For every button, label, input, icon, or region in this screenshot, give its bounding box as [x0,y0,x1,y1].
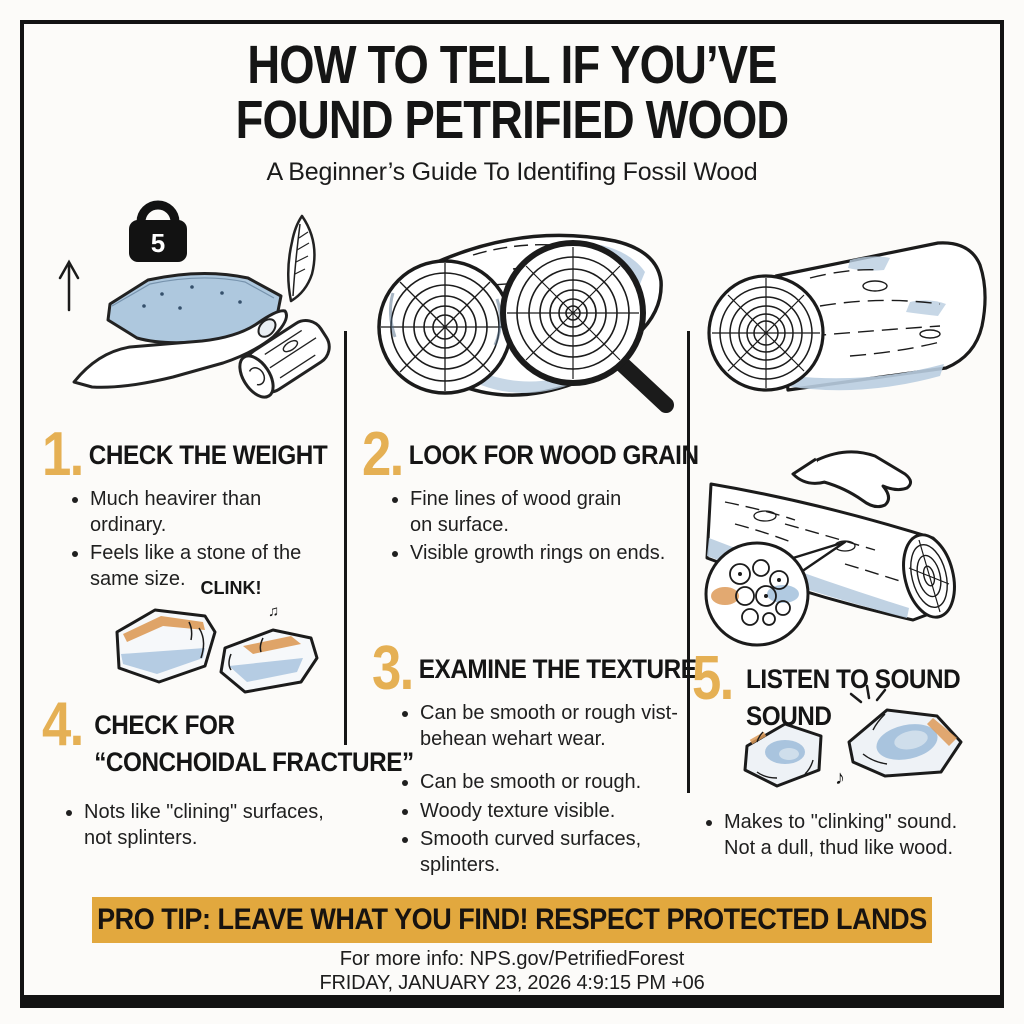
page-subtitle: A Beginner’s Guide To Identifing Fossil … [266,158,758,187]
header: HOW TO TELL IF YOU’VE FOUND PETRIFIED WO… [0,35,1024,187]
wood-log-small [238,319,331,399]
illustration-clink-rocks: CLINK! ♫ [103,572,345,710]
bullet: Can be smooth or rough. [420,770,678,796]
bullet: Visible growth rings on ends. [410,541,672,567]
section-5-title-line1: LISTEN TO SOUND [746,664,961,694]
section-4-number: 4. [42,690,84,759]
open-hand [72,309,288,389]
section-2-number: 2. [362,420,404,489]
section-3-title: EXAMINE THE TEXTURE [418,654,697,684]
rock-chunk-left [743,722,823,788]
growth-rings-end [377,259,513,395]
column-divider-left [344,331,347,745]
section-4-conchoidal-fracture: 4. CHECK FOR “CONCHOIDAL FRACTURE” Nots … [42,690,414,854]
growth-rings-end [707,274,825,392]
feather-icon [287,214,316,303]
end-rings [902,533,956,619]
section-3-texture: 3. EXAMINE THE TEXTURE Can be smooth or … [372,634,697,882]
log-body [774,241,987,392]
rock-piece-left [115,608,217,684]
bullet: Makes to "clinking" sound. Not a dull, t… [724,810,957,861]
illustration-weight-check: 5 [52,190,337,408]
column-divider-right [687,331,690,793]
illustration-wood-grain [363,213,681,421]
footer-info: For more info: NPS.gov/PetrifiedForest [339,948,685,970]
bullet: Feels like a stone of the same size. [90,541,342,592]
pro-tip-text: PRO TIP: LEAVE WHAT YOU FIND! RESPECT PR… [97,903,927,936]
bullet: Woody texture visible. [420,799,678,825]
section-2-wood-grain: 2. LOOK FOR WOOD GRAIN Fine lines of woo… [362,420,699,570]
section-1-number: 1. [42,420,84,489]
music-note-icon: ♪ [835,767,845,789]
weight-icon: 5 [129,200,187,262]
rock-slab-right [847,708,963,778]
section-5-listen-sound: 5. LISTEN TO SOUND SOUND Makes to "clink… [692,644,992,882]
rock-piece-right [219,628,319,694]
up-arrow-icon [58,259,80,312]
bullet: Smooth curved surfaces, splinters. [420,827,678,878]
page-title-line1: HOW TO TELL IF YOU’VE [247,35,777,95]
section-1-check-weight: 1. CHECK THE WEIGHT Much heavirer than o… [42,420,342,595]
page-title-line2: FOUND PETRIFIED WOOD [235,90,790,151]
pro-tip-banner: PRO TIP: LEAVE WHAT YOU FIND! RESPECT PR… [92,897,932,943]
bullet: Can be smooth or rough vist- behean weha… [420,701,678,752]
section-4-title-line1: CHECK FOR [94,710,235,740]
touching-hand [791,450,912,509]
rock-slab [106,271,283,345]
bullet: Fine lines of wood grain on surface. [410,487,672,538]
bullet: Nots like "clining" surfaces, not splint… [84,800,382,851]
section-2-title: LOOK FOR WOOD GRAIN [408,440,699,470]
footer-date: FRIDAY, JANUARY 23, 2026 4:9:15 PM +06 [319,972,705,994]
section-3-number: 3. [372,634,414,703]
music-note-icon: ♫ [268,603,279,620]
section-4-title-line2: “CONCHOIDAL FRACTURE” [94,747,414,777]
weight-label: 5 [151,228,165,258]
illustration-petrified-log [700,216,992,424]
magnifier-icon [500,240,674,413]
clink-label: CLINK! [201,578,262,598]
section-5-title-line2: SOUND [746,701,832,731]
sound-lines-icon [849,684,887,704]
illustration-texture-check [695,424,983,652]
section-5-number: 5. [692,644,734,713]
texture-inset-circle [704,540,847,647]
bullet: Much heavirer than ordinary. [90,487,342,538]
section-1-title: CHECK THE WEIGHT [88,440,328,470]
illustration-sound-rocks: ♪ [735,680,970,808]
